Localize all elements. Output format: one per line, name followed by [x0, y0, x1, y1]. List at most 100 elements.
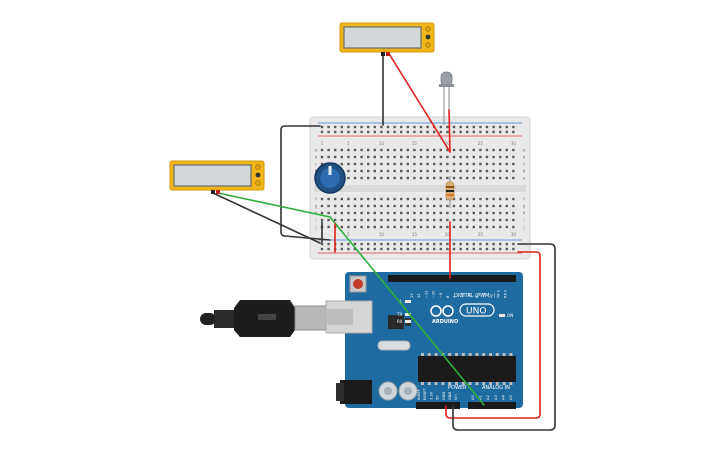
rail-hole[interactable] — [426, 242, 429, 246]
breadboard-hole[interactable] — [485, 225, 489, 229]
breadboard-hole[interactable] — [373, 148, 376, 152]
breadboard-hole[interactable] — [499, 162, 502, 166]
rail-hole[interactable] — [499, 125, 502, 129]
rail-hole[interactable] — [459, 242, 462, 246]
breadboard-hole[interactable] — [499, 169, 502, 173]
breadboard-hole[interactable] — [340, 204, 343, 208]
rail-hole[interactable] — [340, 125, 343, 129]
rail-hole[interactable] — [360, 125, 363, 129]
breadboard-hole[interactable] — [340, 218, 343, 222]
multimeter-top[interactable] — [339, 22, 435, 56]
reset-button[interactable] — [353, 279, 363, 289]
breadboard-hole[interactable] — [499, 204, 502, 208]
rail-hole[interactable] — [485, 125, 489, 129]
breadboard-hole[interactable] — [499, 176, 502, 180]
breadboard-hole[interactable] — [459, 211, 462, 215]
breadboard-hole[interactable] — [505, 197, 508, 201]
breadboard-hole[interactable] — [485, 162, 489, 166]
breadboard-hole[interactable] — [367, 218, 370, 222]
breadboard-hole[interactable] — [320, 204, 324, 208]
rail-hole[interactable] — [505, 247, 508, 251]
rail-hole[interactable] — [466, 125, 469, 129]
breadboard-hole[interactable] — [446, 155, 449, 159]
breadboard-hole[interactable] — [419, 176, 423, 180]
breadboard-hole[interactable] — [400, 218, 403, 222]
breadboard-hole[interactable] — [380, 155, 383, 159]
rail-hole[interactable] — [367, 130, 370, 134]
breadboard-hole[interactable] — [472, 204, 475, 208]
breadboard-hole[interactable] — [327, 155, 330, 159]
breadboard-hole[interactable] — [433, 148, 436, 152]
breadboard-hole[interactable] — [512, 148, 515, 152]
breadboard-hole[interactable] — [393, 155, 396, 159]
rail-hole[interactable] — [419, 242, 423, 246]
breadboard-hole[interactable] — [393, 162, 396, 166]
breadboard-hole[interactable] — [347, 155, 350, 159]
wires[interactable] — [212, 51, 556, 431]
breadboard-hole[interactable] — [479, 169, 482, 173]
breadboard-hole[interactable] — [360, 218, 363, 222]
breadboard-hole[interactable] — [320, 148, 324, 152]
breadboard-hole[interactable] — [413, 176, 416, 180]
breadboard-hole[interactable] — [433, 197, 436, 201]
breadboard-hole[interactable] — [452, 169, 456, 173]
breadboard-hole[interactable] — [419, 218, 423, 222]
breadboard-hole[interactable] — [393, 218, 396, 222]
breadboard-hole[interactable] — [413, 218, 416, 222]
breadboard-hole[interactable] — [386, 218, 390, 222]
breadboard-hole[interactable] — [413, 155, 416, 159]
breadboard-hole[interactable] — [439, 148, 442, 152]
breadboard-hole[interactable] — [472, 155, 475, 159]
breadboard-hole[interactable] — [459, 148, 462, 152]
breadboard-hole[interactable] — [419, 155, 423, 159]
rail-hole[interactable] — [499, 130, 502, 134]
breadboard-hole[interactable] — [406, 218, 409, 222]
breadboard-hole[interactable] — [512, 176, 515, 180]
breadboard-hole[interactable] — [334, 155, 337, 159]
breadboard-hole[interactable] — [393, 197, 396, 201]
breadboard-hole[interactable] — [426, 211, 429, 215]
breadboard-hole[interactable] — [334, 204, 337, 208]
breadboard-hole[interactable] — [320, 155, 324, 159]
breadboard-hole[interactable] — [413, 225, 416, 229]
breadboard-hole[interactable] — [459, 162, 462, 166]
breadboard-hole[interactable] — [505, 204, 508, 208]
rail-hole[interactable] — [433, 130, 436, 134]
rail-hole[interactable] — [505, 242, 508, 246]
rail-hole[interactable] — [353, 125, 357, 129]
breadboard-hole[interactable] — [485, 211, 489, 215]
breadboard-hole[interactable] — [413, 211, 416, 215]
rail-hole[interactable] — [492, 247, 495, 251]
breadboard-hole[interactable] — [492, 148, 495, 152]
breadboard-hole[interactable] — [413, 169, 416, 173]
breadboard-hole[interactable] — [386, 204, 390, 208]
breadboard-hole[interactable] — [367, 155, 370, 159]
rail-hole[interactable] — [360, 130, 363, 134]
breadboard-hole[interactable] — [439, 176, 442, 180]
breadboard-hole[interactable] — [386, 169, 390, 173]
breadboard-hole[interactable] — [439, 169, 442, 173]
breadboard-hole[interactable] — [373, 169, 376, 173]
led[interactable] — [439, 71, 454, 125]
rail-hole[interactable] — [472, 125, 475, 129]
breadboard-hole[interactable] — [505, 211, 508, 215]
breadboard-hole[interactable] — [347, 204, 350, 208]
usb-cable[interactable] — [200, 300, 328, 337]
breadboard-hole[interactable] — [360, 176, 363, 180]
rail-hole[interactable] — [367, 247, 370, 251]
rail-hole[interactable] — [479, 242, 482, 246]
breadboard-hole[interactable] — [459, 218, 462, 222]
breadboard-hole[interactable] — [452, 155, 456, 159]
rail-hole[interactable] — [360, 242, 363, 246]
breadboard-hole[interactable] — [446, 225, 449, 229]
breadboard-hole[interactable] — [367, 197, 370, 201]
rail-hole[interactable] — [413, 125, 416, 129]
rail-hole[interactable] — [479, 130, 482, 134]
breadboard-hole[interactable] — [466, 211, 469, 215]
breadboard-hole[interactable] — [327, 225, 330, 229]
rail-hole[interactable] — [459, 125, 462, 129]
breadboard-hole[interactable] — [466, 197, 469, 201]
breadboard-hole[interactable] — [485, 169, 489, 173]
breadboard-hole[interactable] — [367, 162, 370, 166]
rail-hole[interactable] — [406, 130, 409, 134]
